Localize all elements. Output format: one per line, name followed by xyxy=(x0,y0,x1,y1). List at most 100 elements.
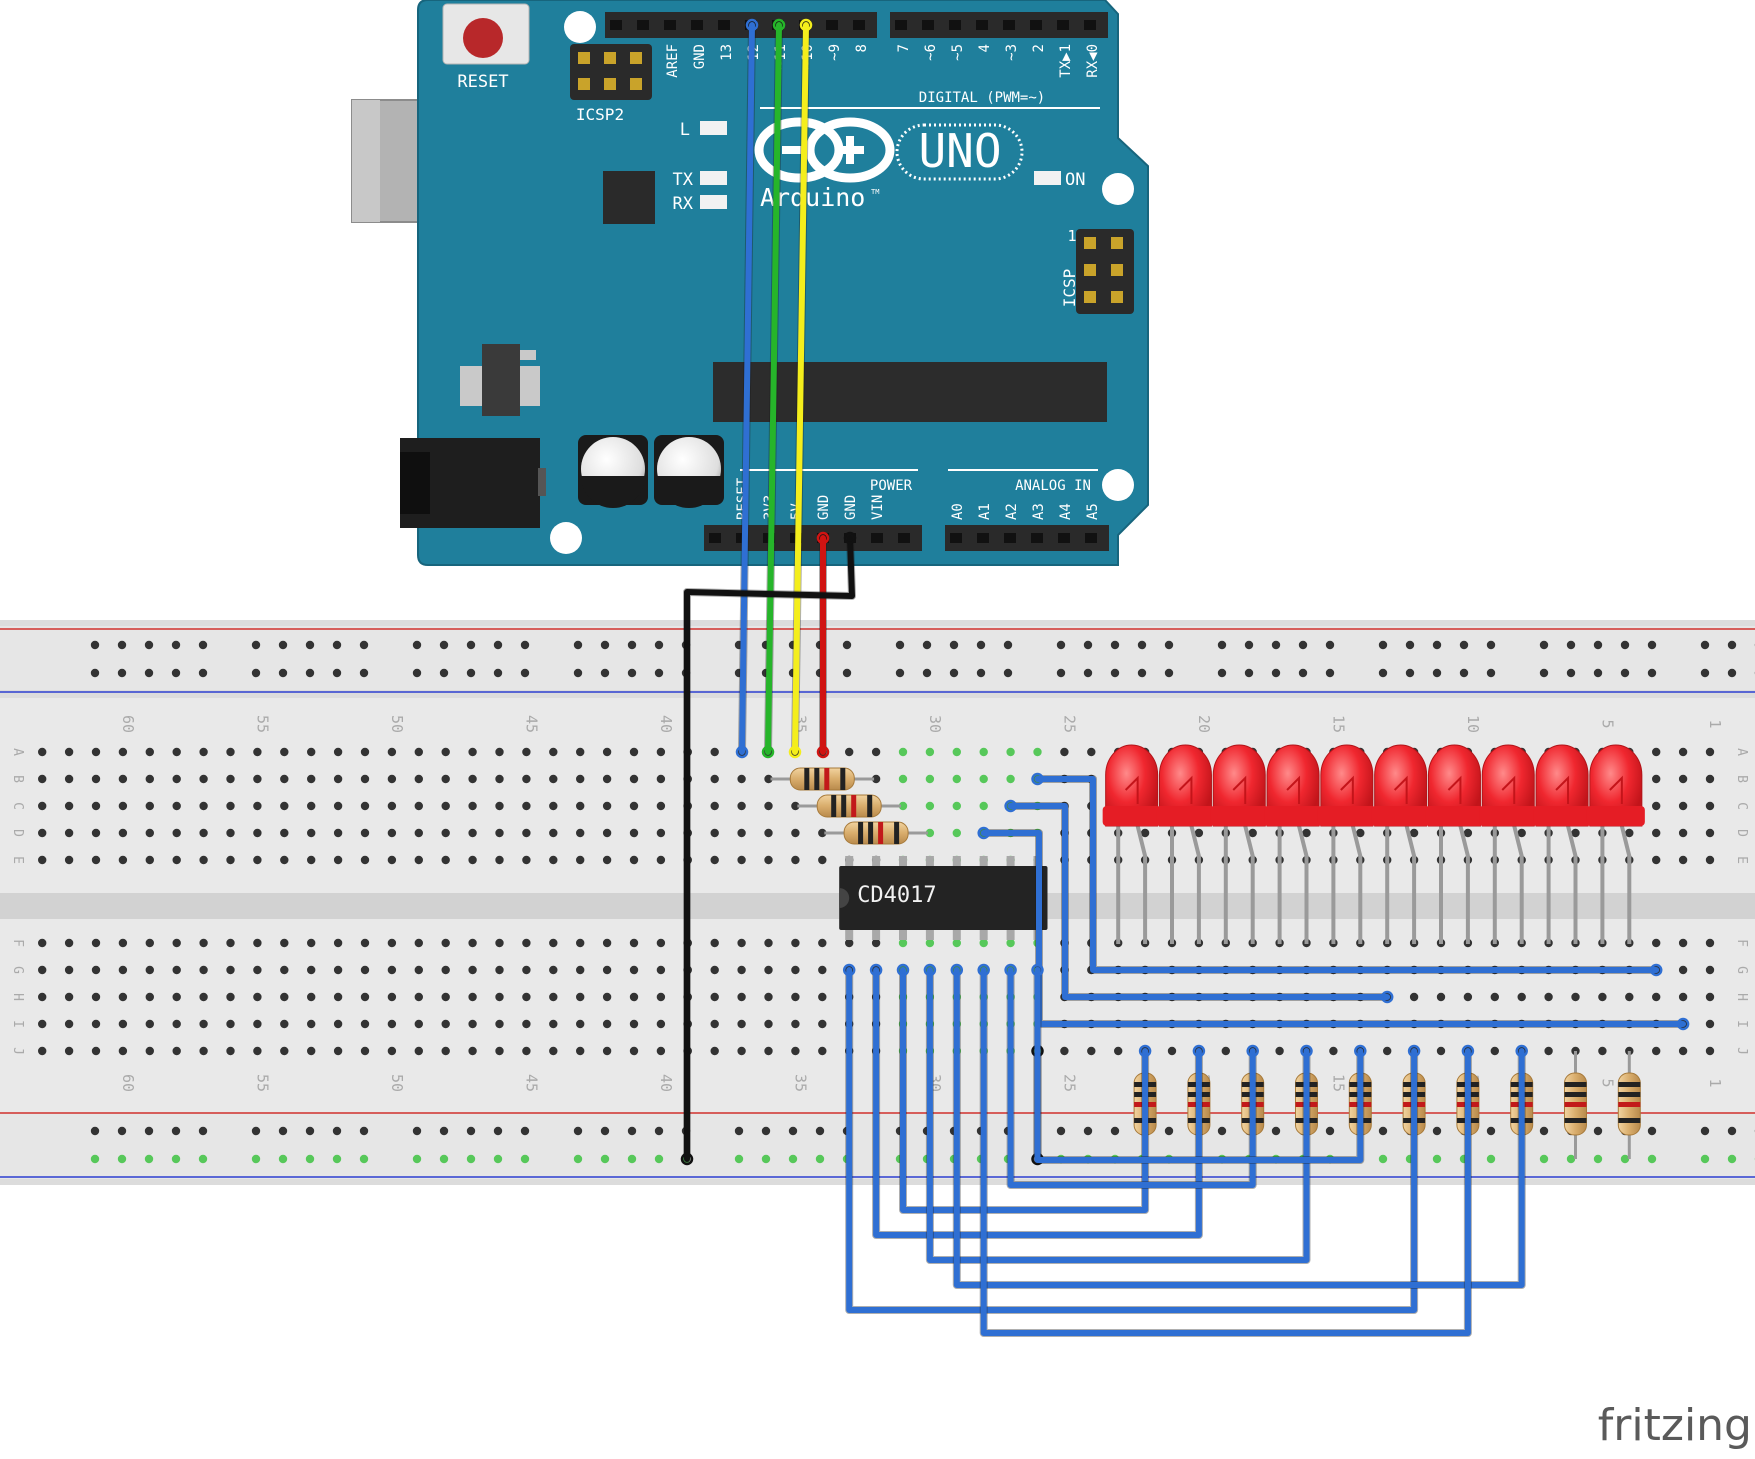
breadboard-hole xyxy=(415,939,423,947)
power-rail-hole xyxy=(1487,1127,1495,1135)
breadboard-hole xyxy=(442,939,450,947)
breadboard-hole xyxy=(92,856,100,864)
breadboard-hole xyxy=(603,1047,611,1055)
regulator-pin xyxy=(520,372,536,382)
resistor-band xyxy=(804,768,809,790)
breadboard-hole xyxy=(522,993,530,1001)
breadboard-hole xyxy=(630,966,638,974)
power-rail-hole xyxy=(923,669,931,677)
power-rail-hole xyxy=(172,669,180,677)
reset-button-cap xyxy=(463,18,503,58)
analog-header-label: ANALOG IN xyxy=(1015,478,1091,494)
power-header-socket xyxy=(709,533,721,543)
column-number: 60 xyxy=(119,1074,137,1092)
row-letter: J xyxy=(1734,1047,1749,1055)
breadboard-hole xyxy=(495,993,503,1001)
power-rail-hole xyxy=(816,1127,824,1135)
breadboard-hole xyxy=(119,856,127,864)
breadboard-hole xyxy=(899,939,907,947)
breadboard-hole xyxy=(415,1020,423,1028)
power-header-socket xyxy=(898,533,910,543)
row-letter: D xyxy=(1734,829,1749,837)
breadboard-hole xyxy=(173,993,181,1001)
digital-header-left-socket xyxy=(718,20,730,30)
row-letter: B xyxy=(1734,775,1749,783)
digital-pin-label: 7 xyxy=(896,44,912,52)
breadboard-hole xyxy=(1060,1047,1068,1055)
breadboard-hole xyxy=(1679,748,1687,756)
breadboard-hole xyxy=(522,802,530,810)
power-rail-hole xyxy=(1379,1127,1387,1135)
breadboard-hole xyxy=(199,1047,207,1055)
resistor-band xyxy=(831,795,836,817)
row-letter: H xyxy=(10,993,25,1001)
power-rail-hole xyxy=(1057,641,1065,649)
power-rail-hole xyxy=(145,641,153,649)
power-rail-hole xyxy=(279,1127,287,1135)
breadboard-hole xyxy=(388,856,396,864)
power-rail-hole xyxy=(467,1155,475,1163)
resistor-band xyxy=(1565,1092,1587,1097)
column-number: 25 xyxy=(1060,1074,1078,1092)
icsp-pin xyxy=(1111,237,1123,249)
breadboard-hole xyxy=(307,748,315,756)
breadboard-hole xyxy=(226,939,234,947)
breadboard-hole xyxy=(791,966,799,974)
breadboard-hole xyxy=(173,802,181,810)
breadboard-hole xyxy=(1679,993,1687,1001)
fritzing-watermark: fritzing xyxy=(1598,1400,1752,1451)
power-rail-hole xyxy=(1648,1155,1656,1163)
breadboard-hole xyxy=(442,1047,450,1055)
power-rail-hole xyxy=(440,1127,448,1135)
resistor-band xyxy=(851,795,856,817)
led-rim xyxy=(1103,806,1161,826)
power-rail-hole xyxy=(1084,669,1092,677)
power-rail-hole xyxy=(279,1155,287,1163)
column-number: 15 xyxy=(1329,715,1347,733)
breadboard-hole xyxy=(1652,775,1660,783)
breadboard-hole xyxy=(280,856,288,864)
power-rail-hole xyxy=(199,1127,207,1135)
power-rail-hole xyxy=(440,641,448,649)
power-rail-hole xyxy=(1111,669,1119,677)
row-letter: H xyxy=(1734,993,1749,1001)
breadboard-hole xyxy=(92,939,100,947)
power-rail-hole xyxy=(1165,641,1173,649)
breadboard-hole xyxy=(495,939,503,947)
breadboard-hole xyxy=(388,993,396,1001)
breadboard-hole xyxy=(65,966,73,974)
breadboard-hole xyxy=(1491,1047,1499,1055)
breadboard-hole xyxy=(226,775,234,783)
digital-header-left-socket xyxy=(853,20,865,30)
breadboard-hole xyxy=(415,1047,423,1055)
usb-chip xyxy=(603,171,655,224)
breadboard-hole xyxy=(845,748,853,756)
breadboard-hole xyxy=(226,966,234,974)
breadboard-hole xyxy=(199,1020,207,1028)
power-rail-hole xyxy=(1299,669,1307,677)
breadboard-hole xyxy=(657,775,665,783)
power-rail-hole xyxy=(1701,669,1709,677)
power-rail-hole xyxy=(1406,669,1414,677)
breadboard-hole xyxy=(657,1020,665,1028)
power-rail-hole xyxy=(118,1127,126,1135)
breadboard-hole xyxy=(361,1047,369,1055)
power-rail-hole xyxy=(91,641,99,649)
column-number: 45 xyxy=(522,715,540,733)
breadboard-hole xyxy=(38,939,46,947)
breadboard-hole xyxy=(1652,802,1660,810)
breadboard-hole xyxy=(737,939,745,947)
breadboard-hole xyxy=(1275,1047,1283,1055)
breadboard-hole xyxy=(764,856,772,864)
power-rail-hole xyxy=(735,1127,743,1135)
breadboard-hole xyxy=(603,802,611,810)
uno-label: UNO xyxy=(918,124,1001,178)
breadboard-hole xyxy=(630,1047,638,1055)
breadboard-hole xyxy=(818,856,826,864)
breadboard-hole xyxy=(711,939,719,947)
analog-header-socket xyxy=(1004,533,1016,543)
breadboard-hole xyxy=(307,856,315,864)
power-rail-hole xyxy=(306,1155,314,1163)
analog-pin-label: A5 xyxy=(1085,503,1101,520)
